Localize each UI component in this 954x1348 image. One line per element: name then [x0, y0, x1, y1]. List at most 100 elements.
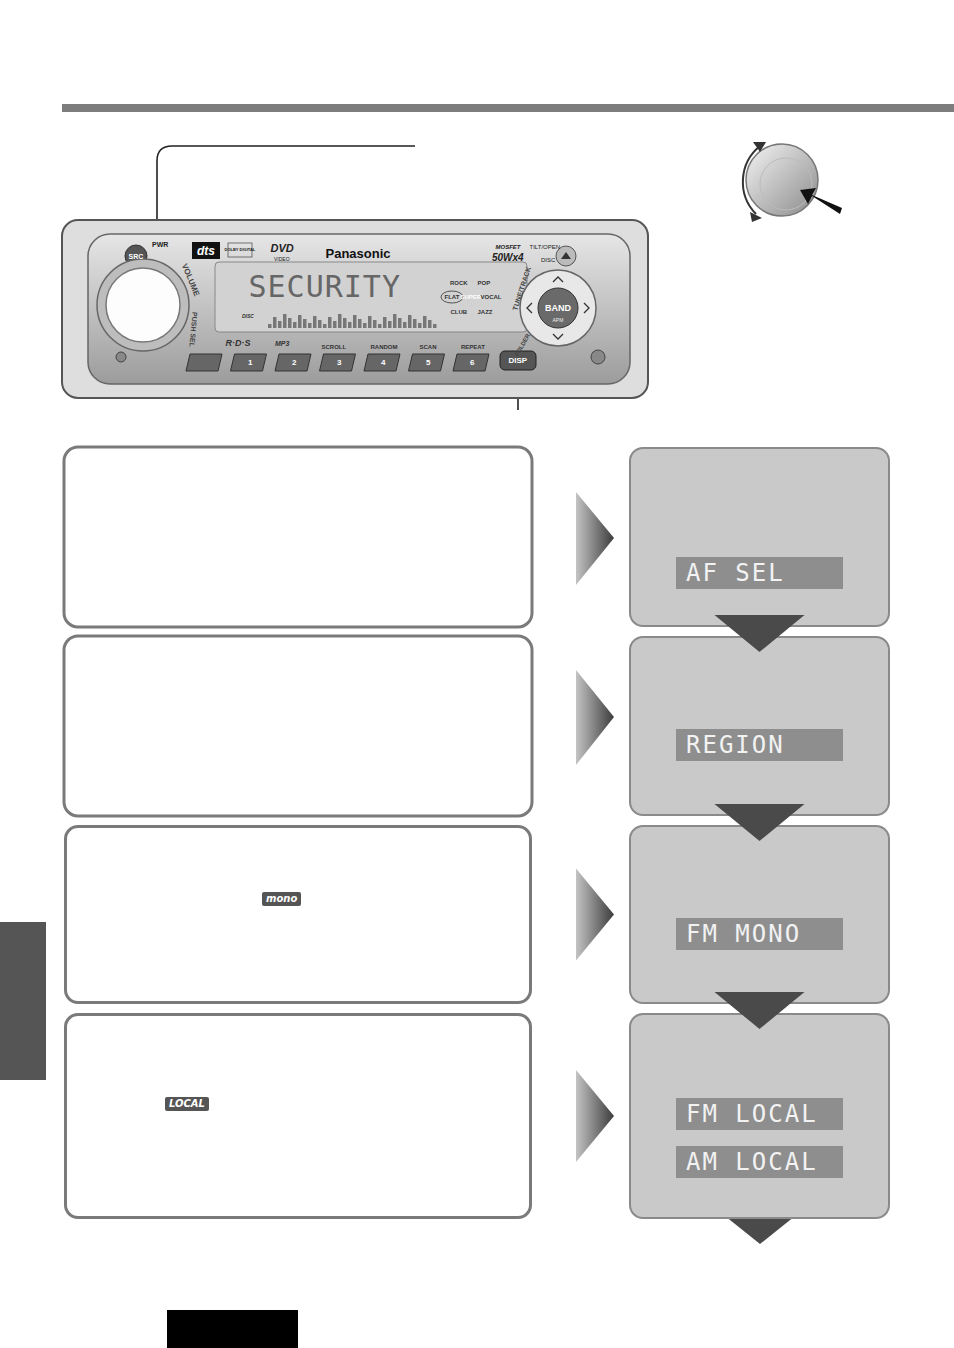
- spectrum-bar: [333, 321, 337, 328]
- faceplate-label: SUPER: [461, 294, 482, 300]
- spectrum-bar: [338, 314, 342, 328]
- spectrum-bar: [273, 317, 277, 328]
- step-arrow: [576, 670, 614, 765]
- faceplate-label: JAZZ: [478, 309, 493, 315]
- faceplate-label: SCROLL: [322, 344, 347, 350]
- spectrum-bar: [293, 322, 297, 328]
- step-arrow: [576, 869, 614, 961]
- faceplate-label: 1: [248, 359, 252, 367]
- spectrum-bar: [413, 319, 417, 328]
- step-box: LOCAL: [64, 1013, 532, 1219]
- spectrum-bar: [373, 320, 377, 328]
- spectrum-bar: [298, 315, 302, 328]
- step-arrow: [576, 1070, 614, 1162]
- display-panel: FM MONO: [629, 825, 890, 1004]
- faceplate: [62, 220, 648, 398]
- spectrum-bar: [343, 318, 347, 328]
- spectrum-bar: [283, 314, 287, 328]
- spectrum-bar: [288, 318, 292, 328]
- spectrum-bar: [418, 323, 422, 328]
- faceplate-label: POP: [478, 280, 491, 286]
- display-text: REGION: [676, 729, 843, 761]
- spectrum-bar: [433, 324, 437, 328]
- faceplate-label: DOLBY DIGITAL: [225, 248, 256, 252]
- spectrum-bar: [303, 319, 307, 328]
- spectrum-bar: [388, 321, 392, 328]
- faceplate-label: REPEAT: [461, 344, 485, 350]
- faceplate-label: 5: [426, 359, 430, 367]
- display-text: AM LOCAL: [676, 1146, 843, 1178]
- spectrum-bar: [268, 324, 272, 328]
- spectrum-bar: [328, 317, 332, 328]
- header-rule: [62, 104, 954, 112]
- faceplate-label: Panasonic: [326, 247, 391, 260]
- faceplate-label: SECURITY: [249, 272, 402, 302]
- page-number-box: [167, 1310, 298, 1348]
- display-panel: FM LOCAL AM LOCAL: [629, 1013, 890, 1219]
- spectrum-bar: [363, 323, 367, 328]
- preset-button: [231, 354, 267, 371]
- step-box: [64, 447, 532, 627]
- display-panel: AF SEL: [629, 447, 890, 627]
- faceplate-label: PWR: [152, 241, 168, 248]
- spectrum-bar: [398, 318, 402, 328]
- faceplate-label: DISC: [242, 314, 254, 319]
- spectrum-bar: [323, 324, 327, 328]
- faceplate-label: APM: [553, 318, 564, 323]
- faceplate-label: 50Wx4: [492, 253, 524, 263]
- spectrum-bar: [423, 316, 427, 328]
- faceplate-label: RANDOM: [371, 344, 398, 350]
- spectrum-bar: [353, 315, 357, 328]
- step-arrow: [576, 492, 614, 585]
- faceplate-label: FLAT: [445, 294, 460, 300]
- spectrum-bar: [348, 322, 352, 328]
- faceplate-label: CLUB: [451, 309, 468, 315]
- faceplate-label: DVD: [271, 243, 294, 254]
- faceplate-label: BAND: [545, 304, 571, 313]
- faceplate-label: 3: [337, 359, 341, 367]
- indicator-icon: LOCAL: [165, 1097, 209, 1111]
- faceplate-label: DISP: [509, 357, 528, 365]
- faceplate-label: 2: [292, 359, 296, 367]
- faceplate-label: MP3: [275, 340, 289, 347]
- faceplate-label: ROCK: [450, 280, 468, 286]
- faceplate-label: 6: [470, 359, 474, 367]
- step-box: [64, 636, 532, 816]
- spectrum-bar: [408, 315, 412, 328]
- faceplate-label: VIDEO: [274, 257, 290, 262]
- spectrum-bar: [378, 324, 382, 328]
- display-text: FM MONO: [676, 918, 843, 950]
- spectrum-bar: [318, 320, 322, 328]
- spectrum-bar: [278, 321, 282, 328]
- preset-button: [320, 354, 356, 371]
- spectrum-bar: [358, 319, 362, 328]
- faceplate-label: VOCAL: [481, 294, 502, 300]
- preset-button: [275, 354, 311, 371]
- spectrum-bar: [368, 316, 372, 328]
- display-text: AF SEL: [676, 557, 843, 589]
- faceplate-label: 4: [381, 359, 385, 367]
- display-panel: REGION: [629, 636, 890, 816]
- knob-icon: [743, 142, 842, 222]
- spectrum-bar: [383, 317, 387, 328]
- display-text: FM LOCAL: [676, 1098, 843, 1130]
- faceplate-label: MOSFET: [496, 244, 521, 250]
- faceplate-label: TILT/OPEN: [530, 244, 561, 250]
- faceplate-label: R·D·S: [226, 339, 251, 348]
- step-box: mono: [64, 825, 532, 1004]
- preset-button: [364, 354, 400, 371]
- preset-button: [409, 354, 445, 371]
- spectrum-bar: [403, 322, 407, 328]
- spectrum-bar: [393, 314, 397, 328]
- spectrum-bar: [428, 320, 432, 328]
- faceplate-label: SRC: [129, 253, 144, 260]
- preset-button: [453, 354, 489, 371]
- faceplate-label: DISC: [541, 257, 555, 263]
- faceplate-label: SCAN: [420, 344, 437, 350]
- spectrum-bar: [308, 323, 312, 328]
- spectrum-bar: [313, 316, 317, 328]
- indicator-icon: mono: [262, 892, 301, 906]
- faceplate-label: dts: [197, 245, 215, 257]
- section-tab: [0, 922, 46, 1080]
